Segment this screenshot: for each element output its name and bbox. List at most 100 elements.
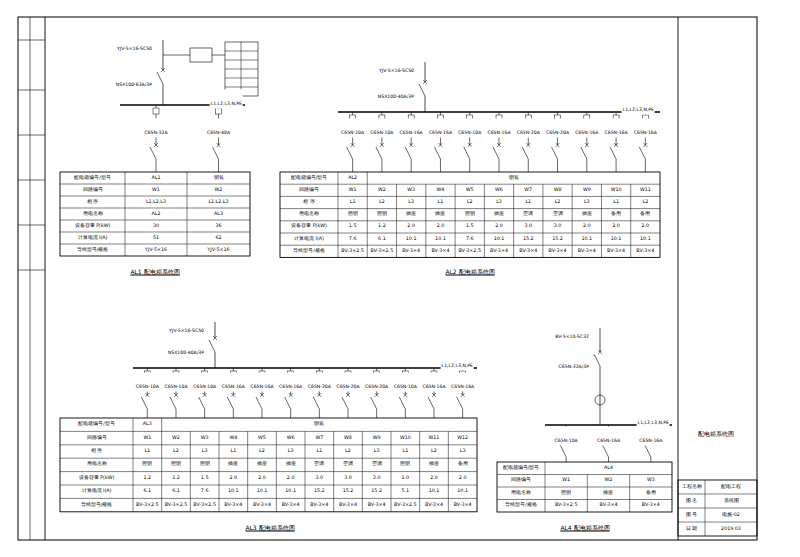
breaker-contact (432, 393, 436, 397)
breaker-blade (493, 147, 499, 159)
table-cell-box: 15.2 (334, 485, 363, 498)
table-cell-box: 2.0 (601, 221, 630, 233)
branch-wire (440, 159, 441, 172)
table-cell-box: 2.0 (420, 472, 449, 485)
incoming-wire (425, 96, 426, 112)
row-header-box: 导线型号/规格 (497, 500, 545, 513)
branch-wire (381, 159, 382, 172)
table-cell: L1 (230, 449, 236, 454)
row-header-box: 计算电流 I(A) (60, 485, 133, 498)
branch-wire (262, 409, 263, 418)
breaker-blade (639, 147, 645, 159)
table-rule (419, 431, 420, 511)
breaker-spec: NSX100-40A/3P (378, 94, 414, 99)
row-header: 图 号 (686, 513, 698, 518)
table-cell-box: 1.2 (367, 221, 396, 233)
table-cell-box: BV-3×4 (420, 498, 449, 511)
table-rule (497, 474, 672, 475)
table-rule (338, 172, 339, 257)
row-header-box: 导线型号/规格 (60, 244, 125, 256)
branch-wire (348, 409, 349, 418)
sheet-title-box: 配电箱系统图 (697, 421, 735, 440)
cable-spec-box: YJV-5×16-SC50 (116, 35, 153, 54)
al4-table-grid (497, 462, 672, 512)
row-header: 用电名称 (299, 212, 319, 217)
table-cell: W4 (437, 188, 445, 193)
sheet-title: 配电箱系统图 (698, 431, 734, 437)
table-cell-box: AL1 (125, 172, 187, 184)
branch-wire (499, 159, 500, 172)
row-header-box: 用电名称 (60, 458, 133, 471)
table-cell: 10.1 (257, 489, 268, 494)
table-cell: 2.0 (459, 476, 467, 481)
table-cell-box: 备用 (630, 487, 672, 500)
breaker-spec: C65N-16A (400, 130, 423, 135)
table-cell-box: L3 (448, 445, 477, 458)
table-cell: YJV-5×16 (207, 248, 229, 253)
breaker-contact (231, 393, 235, 397)
table-cell-box: BV-3×4 (362, 498, 391, 511)
table-cell: BV-3×4 (253, 503, 271, 508)
cable-spec-box: YJV-5×16-SC50 (378, 57, 415, 76)
table-cell-box: 备用 (601, 209, 630, 221)
table-cell-box: 插座 (426, 209, 455, 221)
breaker-contact (598, 350, 602, 354)
breaker-contact (213, 336, 217, 340)
table-cell: BV-3×4 (607, 249, 625, 254)
al3-table-grid (60, 418, 477, 512)
table-rule (60, 196, 250, 197)
table-cell-box: 系统图 (705, 494, 757, 508)
table-cell-box: 2019.03 (705, 522, 757, 536)
table-cell-box: 10.1 (276, 485, 305, 498)
table-cell: 插座 (228, 462, 238, 467)
table-cell-box: 1.2 (133, 472, 162, 485)
table-cell: AL2 (151, 212, 160, 217)
table-cell: 照明 (561, 491, 571, 496)
table-cell-box: 1.0 (391, 472, 420, 485)
table-cell-box: W5 (248, 431, 277, 444)
table-rule (125, 172, 126, 256)
table-cell: W12 (457, 436, 468, 441)
table-cell: 2.0 (642, 224, 650, 229)
table-cell: L1,L2,L3 (146, 200, 166, 205)
table-cell-box: 36 (187, 220, 250, 232)
table-cell-box: W10 (391, 431, 420, 444)
row-header-box: 配电箱编号/型号 (60, 418, 133, 431)
table-rule (60, 220, 250, 221)
table-cell-box: 6.1 (367, 233, 396, 245)
breaker-spec-box: C65N-16A (486, 119, 511, 138)
table-cell-box: L1 (426, 196, 455, 208)
breaker-spec: C65N-10A (193, 384, 216, 389)
table-cell-box: 15.2 (305, 485, 334, 498)
table-cell-box: 插座 (397, 209, 426, 221)
meter-symbol (190, 48, 212, 62)
breaker-contact (643, 143, 647, 147)
breaker-contact (380, 143, 384, 147)
table-cell-box: W11 (631, 184, 660, 196)
table-cell: 2.0 (437, 224, 445, 229)
table-cell: 10.1 (581, 237, 592, 242)
meter-table (225, 42, 258, 96)
breaker-contact (423, 80, 427, 84)
table-cell: 2.0 (495, 224, 503, 229)
row-header-box: 计算电流 I(A) (280, 233, 338, 245)
table-rule (219, 431, 220, 511)
table-rule (187, 172, 188, 256)
breaker-contact (403, 393, 407, 397)
table-cell: 插座 (257, 462, 267, 467)
breaker-contact (585, 143, 589, 147)
table-cell-box: 15.2 (543, 233, 572, 245)
row-header-box: 回路编号 (60, 431, 133, 444)
table-cell-box: 10.1 (448, 485, 477, 498)
breaker-spec: C65N-16A (222, 384, 245, 389)
table-cell: L1 (144, 449, 150, 454)
table-cell-box: 照明 (133, 458, 162, 471)
row-header-box: 图 名 (678, 494, 705, 508)
table-cell: 2.0 (407, 224, 415, 229)
table-rule (629, 475, 630, 513)
table-cell: L2 (467, 200, 473, 205)
breaker-contact (217, 143, 221, 147)
table-cell: L2 (173, 449, 179, 454)
breaker-blade (342, 397, 348, 409)
table-cell: 明装 (214, 176, 224, 181)
